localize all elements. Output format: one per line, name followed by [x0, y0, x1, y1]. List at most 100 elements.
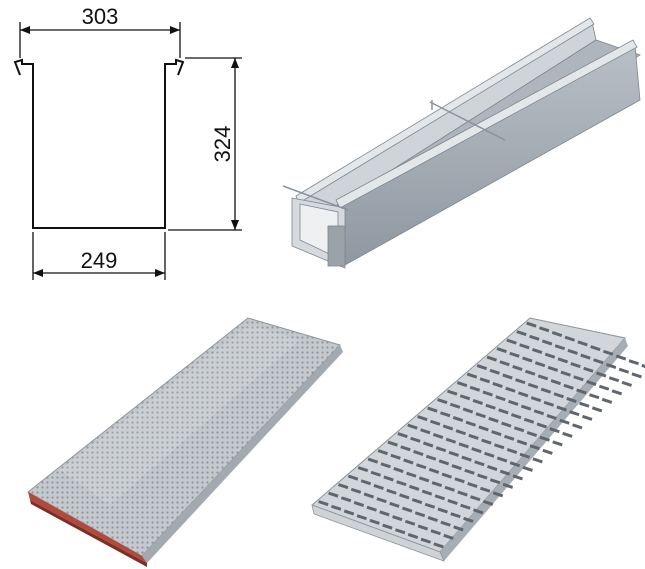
- grate-slot: [462, 407, 474, 414]
- grate-slot: [482, 390, 493, 397]
- grate-slot: [512, 474, 524, 481]
- grate-slot: [383, 475, 394, 482]
- grate-slot: [418, 476, 430, 483]
- grate-slot: [420, 537, 432, 544]
- grate-slot: [618, 367, 630, 374]
- channel-profile: [13, 58, 185, 229]
- grate-slot: [492, 491, 504, 498]
- grate-slot: [467, 482, 478, 488]
- grate-slot: [499, 469, 511, 476]
- grate-slot: [510, 413, 522, 420]
- grate-slot: [605, 363, 617, 369]
- grate-slot: [580, 353, 591, 360]
- grate-slot: [478, 425, 489, 432]
- grate-slot: [608, 376, 620, 383]
- grate-slot: [519, 452, 531, 459]
- grate-slot: [411, 498, 423, 505]
- grate-slot: [328, 491, 339, 498]
- grate-slot: [502, 373, 513, 380]
- grate-slot: [516, 330, 527, 337]
- grate-slot: [443, 533, 454, 540]
- grate-slot: [591, 406, 603, 413]
- grate-slot: [505, 386, 516, 393]
- grate-slot: [532, 457, 543, 464]
- grate-slot: [404, 519, 416, 526]
- grate-slot: [570, 362, 581, 369]
- grate-slot: [601, 397, 613, 404]
- grate-slot: [479, 486, 491, 493]
- grate-slot: [531, 348, 543, 354]
- grate-slot: [393, 467, 404, 473]
- grate-slot: [360, 479, 372, 486]
- grate-slot: [459, 394, 471, 401]
- grate-slot: [476, 364, 488, 371]
- grate-slot: [447, 499, 458, 505]
- grate-slot: [456, 381, 468, 388]
- grate-slot: [350, 487, 362, 494]
- grate-slot: [337, 483, 349, 490]
- grate-slot: [424, 502, 436, 509]
- grate-slot: [615, 354, 627, 361]
- grate-slot: [472, 508, 484, 515]
- bottom-width-label: 249: [81, 248, 118, 273]
- grate-slot: [572, 423, 583, 430]
- grate-slot: [437, 507, 448, 514]
- grate-slot: [406, 471, 417, 478]
- height-label: 324: [210, 126, 235, 163]
- grate-slot: [486, 465, 498, 471]
- grate-slot: [353, 501, 365, 507]
- grate-slot: [553, 392, 564, 399]
- grate-slot: [455, 429, 467, 436]
- grate-slot: [631, 372, 642, 379]
- grate-slot: [541, 339, 553, 346]
- grate-slot: [379, 510, 390, 517]
- grate-slot: [522, 465, 533, 472]
- grate-slot: [386, 488, 397, 495]
- grate-slot: [417, 415, 428, 422]
- grate-slot: [442, 424, 454, 431]
- grate-slot: [484, 451, 495, 458]
- grate-slot: [581, 414, 593, 421]
- grate-slot: [509, 351, 520, 358]
- grate-slots: [318, 321, 645, 549]
- grate-slot: [530, 396, 542, 403]
- grate-slot: [537, 374, 549, 381]
- grate-slot: [432, 433, 444, 439]
- perforated-grate: [27, 317, 343, 567]
- grate-slot: [506, 338, 517, 345]
- grate-slot: [503, 434, 515, 441]
- grate-slot: [377, 449, 389, 456]
- grate-slot: [556, 405, 567, 412]
- grate-slot: [472, 399, 484, 405]
- grate-slot: [509, 461, 521, 468]
- grate-slot: [389, 501, 400, 508]
- grate-slot: [453, 525, 464, 532]
- grate-slot: [522, 356, 533, 363]
- grate-slot: [534, 361, 546, 368]
- grate-slot: [475, 412, 486, 419]
- grate-slot: [356, 514, 368, 521]
- grate-slot: [431, 481, 443, 488]
- grate-slot: [465, 420, 477, 427]
- grate-slot: [567, 348, 578, 355]
- grate-slot: [370, 470, 382, 477]
- grate-slot: [434, 494, 446, 501]
- grate-slot: [536, 422, 548, 429]
- grate-slot: [590, 345, 601, 352]
- grate-slot: [468, 433, 479, 440]
- grate-slot: [454, 477, 465, 484]
- grate-slot: [452, 416, 464, 422]
- grate-slot: [485, 403, 496, 410]
- grate-slot: [540, 387, 552, 394]
- grate-slot: [496, 456, 508, 463]
- grate-slot: [449, 402, 461, 409]
- grate-slot: [408, 484, 420, 491]
- grate-slot: [445, 437, 457, 444]
- grate-slot: [577, 340, 588, 347]
- grate-slot: [566, 397, 577, 403]
- grate-slot: [559, 418, 570, 425]
- grate-slot: [502, 482, 514, 489]
- grate-slot: [543, 400, 555, 407]
- grate-slot: [562, 431, 573, 438]
- grate-slot: [544, 352, 556, 359]
